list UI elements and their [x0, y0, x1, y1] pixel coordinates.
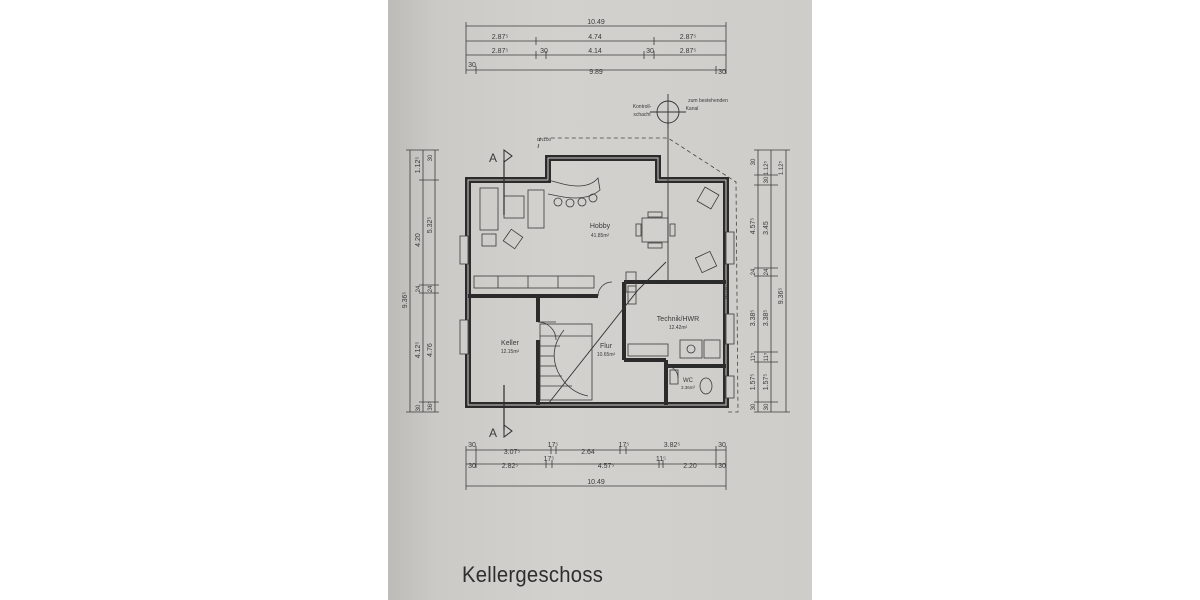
left-dim-d: 4.12⁵ — [415, 342, 422, 359]
top-dim-g: 30 — [646, 48, 654, 55]
right-dim-n: 1.57⁵ — [763, 374, 770, 391]
right-dim-b: 4.57⁵ — [750, 218, 757, 235]
bottom-dim-10: 17⁵ — [544, 456, 555, 463]
right-dim-d: 3.38⁵ — [750, 310, 757, 327]
plan-sheet: 10.49 2.87⁵ 4.74 2.87⁵ 2.87⁵ 30 4.14 30 … — [388, 0, 812, 600]
bottom-dim-2: 3.07⁵ — [504, 449, 521, 456]
bottom-dim-3: 17⁵ — [548, 442, 559, 449]
bottom-dim-8: 30 — [468, 463, 476, 470]
bottom-dim-11: 4.57⁵ — [598, 463, 615, 470]
dn100-top: DN100 — [537, 137, 552, 142]
left-dim-b: 4.20 — [415, 233, 422, 247]
room-keller-name: Keller — [501, 340, 520, 347]
top-dim-d: 2.87⁵ — [492, 48, 509, 55]
floor-plan-drawing: 10.49 2.87⁵ 4.74 2.87⁵ 2.87⁵ 30 4.14 30 … — [402, 19, 790, 490]
bottom-dim-9: 2.82⁵ — [502, 463, 519, 470]
kontrollschacht-line2: schacht — [633, 112, 651, 118]
bottom-dim-total: 10.49 — [587, 479, 605, 486]
top-dim-total: 10.49 — [587, 19, 605, 26]
room-labels: Hobby 41.85m² Keller 12.15m² Flur 10.65m… — [501, 223, 699, 390]
right-dim-total: 9.36⁵ — [778, 288, 785, 305]
right-dim-o: 30 — [764, 403, 770, 410]
top-dim-b: 4.74 — [588, 34, 602, 41]
top-dim-e: 30 — [540, 48, 548, 55]
right-dim-g: 30 — [751, 403, 757, 410]
top-dim-k: 30 — [718, 69, 726, 76]
top-dim-f: 4.14 — [588, 48, 602, 55]
right-dim-h: 1.12⁵ — [763, 160, 770, 175]
right-dim-k: 24 — [764, 268, 770, 275]
right-dim-c: 24 — [751, 268, 757, 275]
kanal-line1: zum bestehenden — [688, 98, 728, 104]
top-dim-a: 2.87⁵ — [492, 34, 509, 41]
exterior-walls — [465, 137, 739, 413]
kanal-line2: Kanal — [686, 106, 699, 112]
top-dim-h: 2.87⁵ — [680, 48, 697, 55]
left-dim-a: 1.12⁵ — [415, 157, 422, 174]
windows — [459, 231, 735, 399]
left-dim-g: 5.32⁵ — [427, 217, 434, 234]
section-label-bottom: A — [489, 426, 497, 440]
dimension-texts: 10.49 2.87⁵ 4.74 2.87⁵ 2.87⁵ 30 4.14 30 … — [402, 19, 785, 486]
room-wc-name: WC — [683, 378, 694, 384]
bottom-dim-7: 30 — [718, 442, 726, 449]
dn100-mid: DN100 — [723, 285, 728, 300]
right-dimension-lines — [754, 149, 790, 413]
right-dim-m: 11⁵ — [763, 352, 770, 361]
room-hobby-name: Hobby — [590, 223, 611, 230]
left-dim-i: 4.76 — [427, 343, 434, 357]
furniture — [473, 177, 721, 401]
right-dim-e: 11⁵ — [750, 352, 757, 361]
top-dim-c: 2.87⁵ — [680, 34, 697, 41]
right-dim-a: 30 — [751, 158, 757, 165]
bottom-dim-4: 2.64 — [581, 449, 595, 456]
right-dim-i: 30 — [764, 176, 770, 183]
left-dimension-lines — [406, 149, 439, 413]
drawing-title: Kellergeschoss — [462, 562, 604, 587]
right-dim-p: 1.12⁵ — [778, 160, 785, 175]
top-dimension-lines — [465, 22, 727, 74]
top-dim-i: 30 — [468, 62, 476, 69]
bottom-dim-12: 11⁵ — [656, 456, 666, 463]
room-keller-area: 12.15m² — [501, 349, 520, 355]
right-dim-l: 3.38⁵ — [763, 310, 770, 327]
annotations: Kontroll- schacht zum bestehenden Kanal … — [489, 98, 728, 440]
left-dim-c: 24 — [416, 285, 422, 292]
drain-pipes — [547, 94, 686, 405]
right-dim-f: 1.57⁵ — [750, 374, 757, 391]
left-dim-total: 9.36⁵ — [402, 292, 409, 309]
right-dim-j: 3.45 — [763, 221, 770, 235]
bottom-dim-13: 2.20 — [683, 463, 697, 470]
room-hobby-area: 41.85m² — [591, 233, 610, 239]
room-technik-area: 12.42m² — [669, 325, 688, 331]
bottom-dimension-lines — [465, 446, 727, 490]
section-marks — [503, 149, 513, 438]
room-technik-name: Technik/HWR — [657, 316, 699, 323]
bottom-dim-1: 30 — [468, 442, 476, 449]
interior-walls — [468, 280, 726, 405]
room-flur-name: Flur — [600, 343, 613, 350]
left-dim-h: 24 — [428, 285, 434, 292]
left-dim-e: 30 — [416, 404, 422, 411]
left-dim-f: 30 — [428, 154, 434, 161]
sheet-shadow — [388, 0, 436, 600]
top-dim-j: 9.89 — [589, 69, 603, 76]
room-wc-area: 3.36m² — [681, 385, 696, 390]
bottom-dim-6: 3.82⁵ — [664, 442, 681, 449]
kontrollschacht-line1: Kontroll- — [633, 104, 652, 110]
bottom-dim-14: 30 — [718, 463, 726, 470]
section-label-top: A — [489, 151, 497, 165]
room-flur-area: 10.65m² — [597, 352, 616, 358]
bottom-dim-5: 17⁵ — [619, 442, 630, 449]
left-dim-j: 36⁵ — [427, 401, 434, 411]
